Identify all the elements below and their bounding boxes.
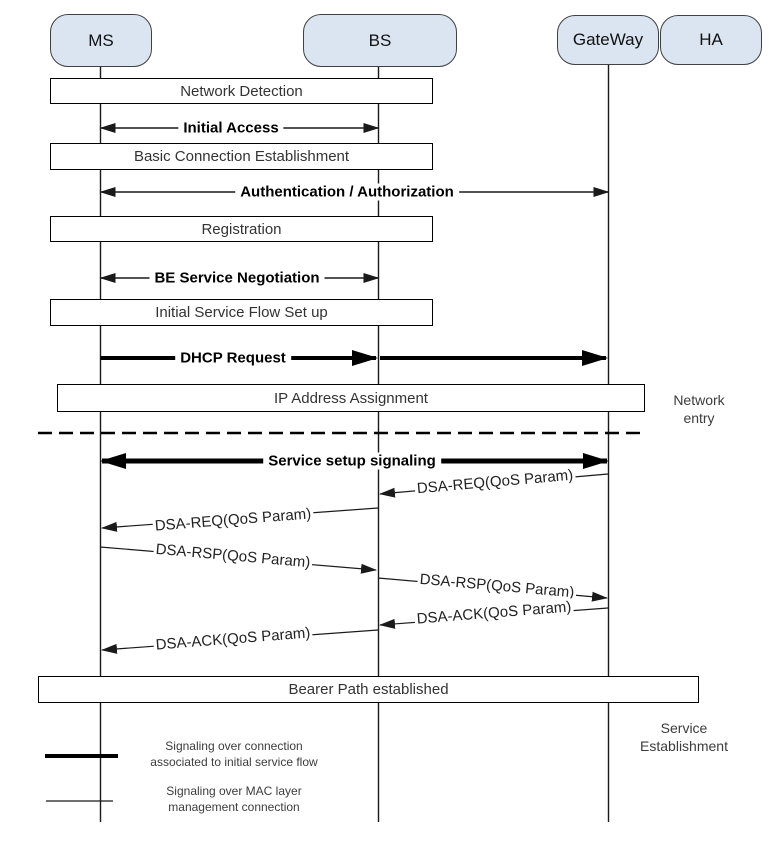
entity-gateway: GateWay <box>557 15 659 65</box>
phase-basic-connection-establishment: Basic Connection Establishment <box>50 143 433 170</box>
phase-registration-label: Registration <box>201 220 282 238</box>
entity-ha: HA <box>660 15 762 65</box>
flow-label-dhcp-request: DHCP Request <box>175 349 291 367</box>
legend-item-mac-management: Signaling over MAC layer management conn… <box>125 784 343 815</box>
entity-ha-label: HA <box>699 30 723 49</box>
entity-gateway-label: GateWay <box>572 30 644 49</box>
flow-label-be-service-negotiation: BE Service Negotiation <box>149 269 325 287</box>
flow-label-authentication-authorization: Authentication / Authorization <box>235 183 459 201</box>
legend-item-initial-service-flow: Signaling over connection associated to … <box>125 739 343 770</box>
phase-ip-address-assignment-label: IP Address Assignment <box>274 389 428 407</box>
entity-ms: MS <box>50 14 152 67</box>
flow-label-initial-access: Initial Access <box>178 119 284 137</box>
entity-ms-label: MS <box>88 30 114 50</box>
legend-item-initial-service-flow-line2: associated to initial service flow <box>150 754 318 769</box>
phase-basic-connection-establishment-label: Basic Connection Establishment <box>133 148 350 165</box>
legend-item-initial-service-flow-line1: Signaling over connection <box>165 739 303 753</box>
entity-bs: BS <box>303 14 457 67</box>
phase-initial-service-flow-setup: Initial Service Flow Set up <box>50 299 433 326</box>
phase-ip-address-assignment: IP Address Assignment <box>57 384 645 412</box>
side-label-network-entry: Network entry <box>673 392 725 427</box>
phase-network-detection-label: Network Detection <box>180 82 303 100</box>
phase-registration: Registration <box>50 216 433 242</box>
entity-bs-label: BS <box>368 30 392 50</box>
side-label-service-establishment: Service Establishment <box>640 720 728 755</box>
flow-label-service-setup-signaling: Service setup signaling <box>263 452 441 470</box>
phase-bearer-path-established-label: Bearer Path established <box>288 681 449 698</box>
legend-item-mac-management-line2: management connection <box>168 799 300 814</box>
phase-initial-service-flow-setup-label: Initial Service Flow Set up <box>155 304 328 321</box>
legend-item-mac-management-line1: Signaling over MAC layer <box>166 784 302 798</box>
phase-bearer-path-established: Bearer Path established <box>38 676 699 703</box>
phase-network-detection: Network Detection <box>50 78 433 104</box>
